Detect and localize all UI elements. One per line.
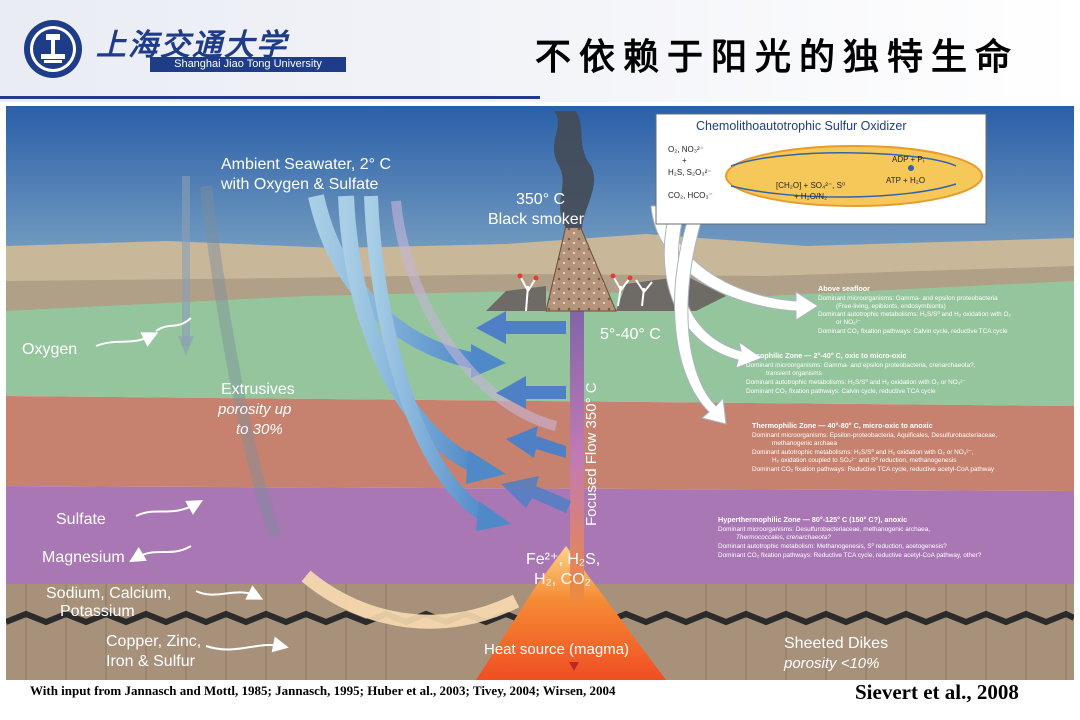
- source-credit: With input from Jannasch and Mottl, 1985…: [30, 683, 616, 698]
- svg-text:[CH₂O] + SO₄²⁻, S⁰: [CH₂O] + SO₄²⁻, S⁰: [776, 181, 845, 190]
- inset-title: Chemolithoautotrophic Sulfur Oxidizer: [696, 119, 907, 133]
- university-seal-icon: [24, 20, 82, 78]
- black-smoke-plume: [554, 111, 595, 228]
- svg-text:ATP + H₂O: ATP + H₂O: [886, 176, 925, 185]
- svg-text:H₂S, S₂O₃²⁻: H₂S, S₂O₃²⁻: [668, 168, 711, 177]
- svg-text:H₂, CO₂: H₂, CO₂: [534, 571, 591, 588]
- svg-text:Dominant microorganisms: Gamma: Dominant microorganisms: Gamma- and epsi…: [818, 295, 998, 302]
- svg-text:Thermococcales, crenarchaeota?: Thermococcales, crenarchaeota?: [736, 534, 831, 541]
- svg-text:Dominant autotrophic metabolis: Dominant autotrophic metabolisms: H₂S/S⁰…: [746, 379, 966, 386]
- hyperthermophilic-zone: [6, 486, 1074, 586]
- slide-header: 上海交通大学 Shanghai Jiao Tong University 不依赖…: [0, 0, 1080, 102]
- logo-english-name: Shanghai Jiao Tong University: [150, 57, 346, 72]
- svg-text:or NO₃²⁻: or NO₃²⁻: [836, 319, 861, 326]
- focused-flow-column: [570, 306, 584, 606]
- mesophilic-zone-text: Mesophilic Zone — 2°-40° C, oxic to micr…: [746, 351, 976, 395]
- smoker-temperature-label: 350° C: [516, 191, 565, 208]
- chemical-flux-arrows: [95, 317, 289, 653]
- svg-text:Dominant microorganisms: Gamma: Dominant microorganisms: Gamma- and epsi…: [746, 362, 976, 369]
- heat-down-arrow-icon: [569, 662, 579, 671]
- svg-text:with Oxygen & Sulfate: with Oxygen & Sulfate: [220, 176, 379, 193]
- svg-text:(Free-living, epibionts, endos: (Free-living, epibionts, endosymbionts): [836, 303, 946, 310]
- minerals-label: Sodium, Calcium,: [46, 585, 171, 602]
- thermophilic-zone-text: Thermophilic Zone — 40°-80° C, micro-oxi…: [752, 421, 997, 473]
- magnesium-label: Magnesium: [42, 549, 125, 566]
- oxygen-label: Oxygen: [22, 341, 77, 358]
- sheeted-dikes-label: Sheeted Dikes: [784, 635, 888, 652]
- bacterium-cell-icon: [725, 145, 983, 207]
- svg-text:Dominant CO₂ fixation pathways: Dominant CO₂ fixation pathways: Calvin c…: [818, 328, 1008, 335]
- svg-text:+: +: [682, 156, 687, 165]
- extrusives-label: Extrusives: [221, 381, 295, 398]
- svg-text:Dominant CO₂ fixation pathways: Dominant CO₂ fixation pathways: Reductiv…: [718, 552, 982, 559]
- ambient-seawater-label: Ambient Seawater, 2° C: [221, 156, 391, 173]
- svg-text:ADP + Pᵢ: ADP + Pᵢ: [892, 155, 924, 164]
- vent-fluid-label: Fe²⁺, H₂S,: [526, 551, 600, 568]
- sulfate-label: Sulfate: [56, 511, 106, 528]
- svg-text:Potassium: Potassium: [60, 603, 135, 620]
- svg-text:CO₂, HCO₃⁻: CO₂, HCO₃⁻: [668, 191, 713, 200]
- svg-text:Dominant CO₂ fixation pathways: Dominant CO₂ fixation pathways: Calvin c…: [746, 388, 936, 395]
- svg-text:Dominant autotrophic metabolis: Dominant autotrophic metabolisms: H₂S/S⁰…: [752, 449, 974, 456]
- svg-text:methanogenic archaea: methanogenic archaea: [772, 440, 837, 447]
- svg-text:Dominant microorganisms: Epsil: Dominant microorganisms: Epsilon-proteob…: [752, 432, 997, 439]
- svg-text:transient organisms: transient organisms: [766, 370, 822, 377]
- svg-text:+ H₂O/N₂: + H₂O/N₂: [794, 192, 827, 201]
- svg-text:O₂, NO₃²⁻: O₂, NO₃²⁻: [668, 145, 704, 154]
- hyperthermophilic-zone-text: Hyperthermophilic Zone — 80°-125° C (150…: [718, 515, 982, 559]
- citation: Sievert et al., 2008: [855, 680, 1019, 704]
- svg-text:Thermophilic Zone — 40°-80° C,: Thermophilic Zone — 40°-80° C, micro-oxi…: [752, 421, 933, 430]
- svg-text:Dominant CO₂ fixation pathways: Dominant CO₂ fixation pathways: Reductiv…: [752, 466, 995, 473]
- svg-text:Dominant microorganisms: Desul: Dominant microorganisms: Desulfurobacter…: [718, 526, 930, 533]
- svg-text:to 30%: to 30%: [236, 421, 283, 438]
- focused-flow-label: Focused Flow 350° C: [583, 382, 600, 526]
- svg-text:Hyperthermophilic Zone — 80°-1: Hyperthermophilic Zone — 80°-125° C (150…: [718, 515, 907, 524]
- heat-source-label: Heat source (magma): [484, 641, 629, 658]
- page-title: 不依赖于阳光的独特生命: [535, 36, 1020, 78]
- lateral-outflow-arrows: [476, 311, 571, 513]
- hydrothermal-vent-diagram: Chemolithoautotrophic Sulfur Oxidizer O₂…: [6, 106, 1074, 680]
- svg-text:Dominant autotrophic metabolis: Dominant autotrophic metabolism: Methano…: [718, 543, 947, 550]
- heat-source-magma: [476, 546, 666, 680]
- svg-text:Iron & Sulfur: Iron & Sulfur: [106, 653, 196, 670]
- metals-label: Copper, Zinc,: [106, 633, 201, 650]
- svg-text:Mesophilic Zone — 2°-40° C, ox: Mesophilic Zone — 2°-40° C, oxic to micr…: [746, 351, 906, 360]
- black-smoker-label: Black smoker: [488, 211, 585, 228]
- above-seafloor-zone-text: Above seafloor Dominant microorganisms: …: [818, 284, 1011, 335]
- svg-text:H₂ oxidation coupled to SO₄²⁻: H₂ oxidation coupled to SO₄²⁻ and S⁰ red…: [772, 457, 956, 464]
- svg-text:porosity up: porosity up: [217, 401, 291, 418]
- header-rule: [0, 96, 540, 99]
- seawater-inflow-arrow: [308, 194, 478, 369]
- svg-text:porosity <10%: porosity <10%: [783, 655, 879, 672]
- svg-text:Dominant autotrophic metabolis: Dominant autotrophic metabolisms: H₂S/S⁰…: [818, 311, 1011, 318]
- svg-text:Above seafloor: Above seafloor: [818, 284, 870, 293]
- vent-temperature-label: 5°-40° C: [600, 326, 661, 343]
